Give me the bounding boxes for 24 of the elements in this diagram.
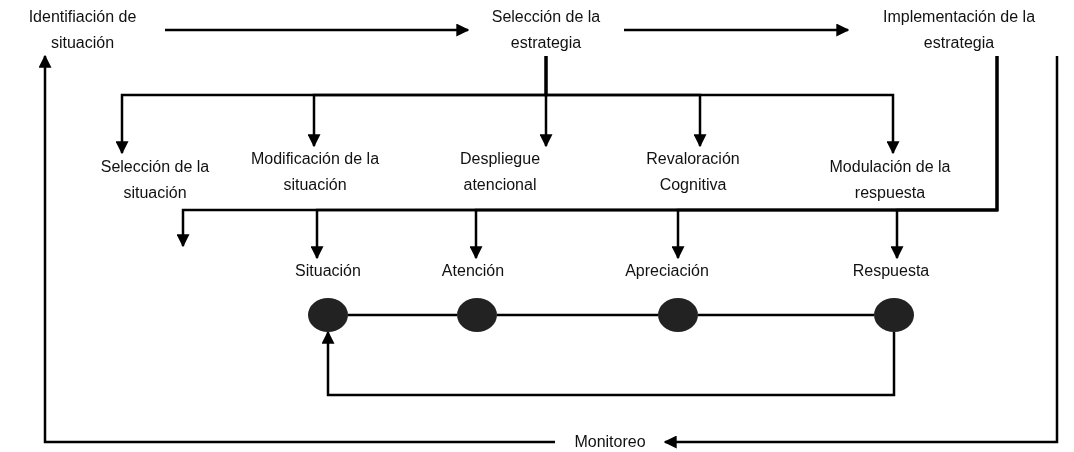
step-label: Modulación de la respuesta <box>828 153 952 207</box>
arrow <box>890 56 999 260</box>
arrow <box>544 56 900 155</box>
step-label: Atención <box>420 258 526 284</box>
arrow <box>165 23 470 37</box>
step-label: Implementación de la estrategia <box>848 4 1070 56</box>
circle-node <box>457 298 497 332</box>
circle-node <box>874 298 914 332</box>
step-label: Selección de la estrategia <box>468 4 624 56</box>
step-label: Revaloración Cognitiva <box>618 146 768 198</box>
step-label: Despliegue atencional <box>432 146 568 198</box>
circle-node <box>658 298 698 332</box>
step-label: Modificación de la situación <box>247 146 383 198</box>
arrow <box>38 54 555 444</box>
step-label: Selección de la situación <box>100 153 210 207</box>
step-label: Monitoreo <box>555 431 665 452</box>
step-label: Situación <box>276 258 380 284</box>
step-label: Respuesta <box>838 258 944 284</box>
arrow <box>663 56 1059 449</box>
arrow <box>624 23 850 37</box>
step-label: Apreciación <box>604 258 730 284</box>
step-label: Identifiación de situación <box>0 4 165 56</box>
circle-node <box>308 298 348 332</box>
arrow <box>321 330 896 397</box>
